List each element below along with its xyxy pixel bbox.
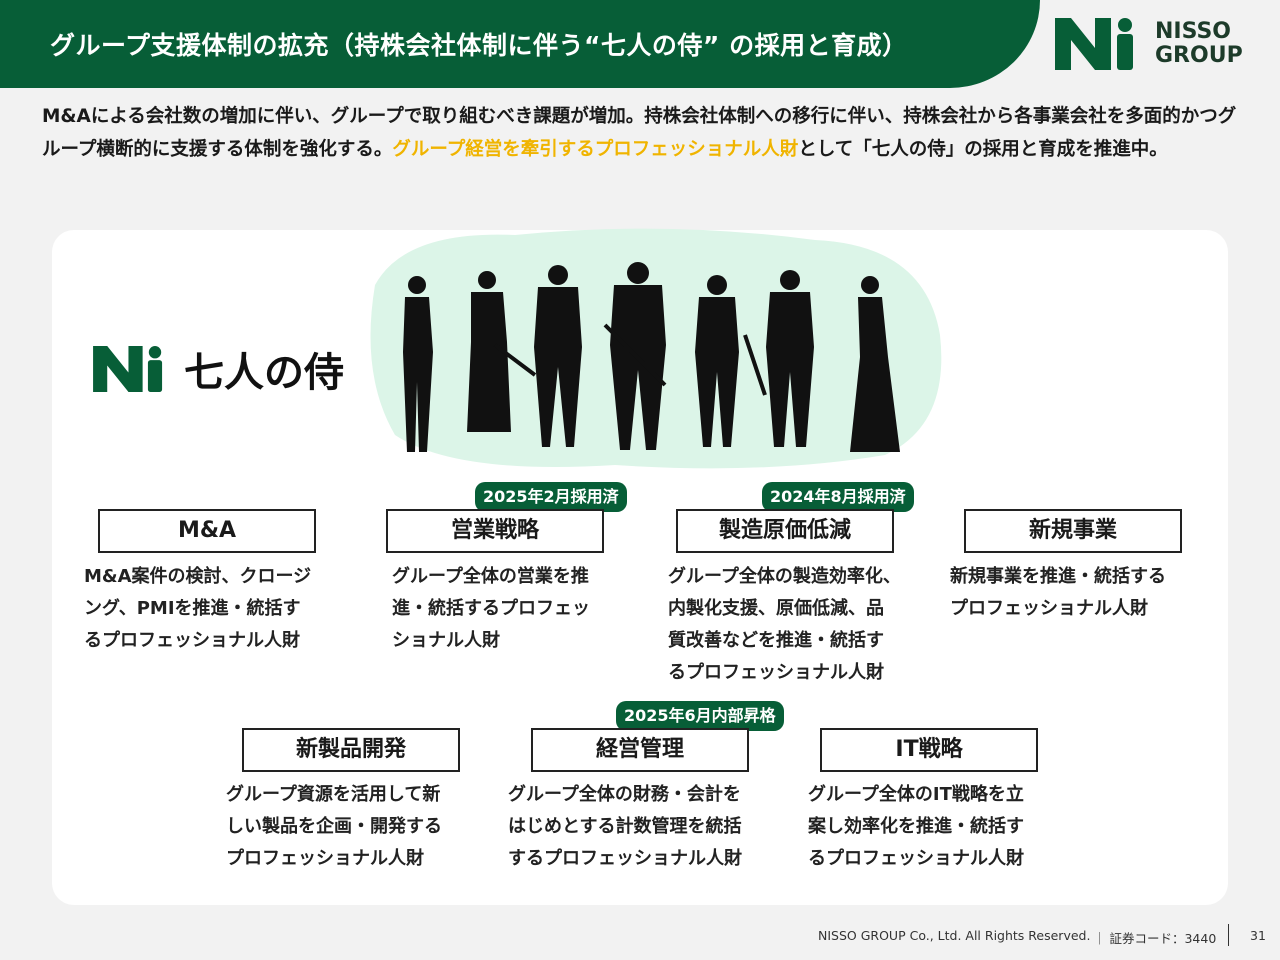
- ni-logo-icon: [1055, 18, 1133, 70]
- ni-logo-icon: [93, 346, 163, 392]
- page-title: グループ支援体制の拡充（持株会社体制に伴う“七人の侍” の採用と育成）: [50, 31, 908, 60]
- role-desc-new-product: グループ資源を活用して新 しい製品を企画・開発する プロフェッショナル人財: [226, 784, 442, 869]
- role-box-it-strategy: IT戦略: [820, 728, 1038, 772]
- role-box-ma: M&A: [98, 509, 316, 553]
- role-desc-cost-reduction: グループ全体の製造効率化、 内製化支援、原価低減、品 質改善などを推進・統括す …: [668, 566, 901, 683]
- role-box-cost-reduction: 製造原価低減: [676, 509, 894, 553]
- lead-highlight: グループ経営を牽引するプロフェッショナル人財: [392, 139, 799, 160]
- status-badge-manufacturing: 2024年8月採用済: [762, 482, 914, 512]
- samurai-silhouettes-illustration: [370, 228, 942, 469]
- status-badge-management: 2025年6月内部昇格: [616, 701, 784, 731]
- role-desc-management: グループ全体の財務・会計を はじめとする計数管理を統括 するプロフェッショナル人…: [508, 784, 742, 869]
- brand-title: 七人の侍: [184, 349, 344, 396]
- header-bar: グループ支援体制の拡充（持株会社体制に伴う“七人の侍” の採用と育成）: [0, 0, 1040, 88]
- lead-paragraph: M&Aによる会社数の増加に伴い、グループで取り組むべき課題が増加。持株会社体制へ…: [42, 100, 1242, 166]
- footer-copyright: NISSO GROUP Co., Ltd. All Rights Reserve…: [818, 928, 1091, 943]
- role-desc-sales-strategy: グループ全体の営業を推 進・統括するプロフェッ ショナル人財: [392, 566, 590, 651]
- footer-stock-code: ｜ 証券コード：3440: [1093, 931, 1217, 946]
- role-box-sales-strategy: 営業戦略: [386, 509, 604, 553]
- logo-text-nisso: NISSO: [1155, 19, 1232, 44]
- role-desc-new-business: 新規事業を推進・統括する プロフェッショナル人財: [950, 566, 1166, 619]
- role-desc-ma: M&A案件の検討、クロージ ング、PMIを推進・統括す るプロフェッショナル人財: [84, 566, 312, 651]
- footer-divider: [1228, 924, 1229, 946]
- logo-text-group: GROUP: [1155, 43, 1243, 68]
- page-number: 31: [1250, 928, 1266, 943]
- role-box-new-product: 新製品開発: [242, 728, 460, 772]
- role-desc-it-strategy: グループ全体のIT戦略を立 案し効率化を推進・統括す るプロフェッショナル人財: [808, 784, 1024, 869]
- role-box-management: 経営管理: [531, 728, 749, 772]
- lead-text-end: として「七人の侍」の採用と育成を推進中。: [798, 139, 1168, 160]
- seven-samurai-brand: 七人の侍: [90, 340, 344, 398]
- role-box-new-business: 新規事業: [964, 509, 1182, 553]
- lead-text: M&Aによる会社数の増加に伴い、グループで取り組むべき課題が増加。持株会社体制へ…: [42, 106, 1237, 160]
- status-badge-sales: 2025年2月採用済: [475, 482, 627, 512]
